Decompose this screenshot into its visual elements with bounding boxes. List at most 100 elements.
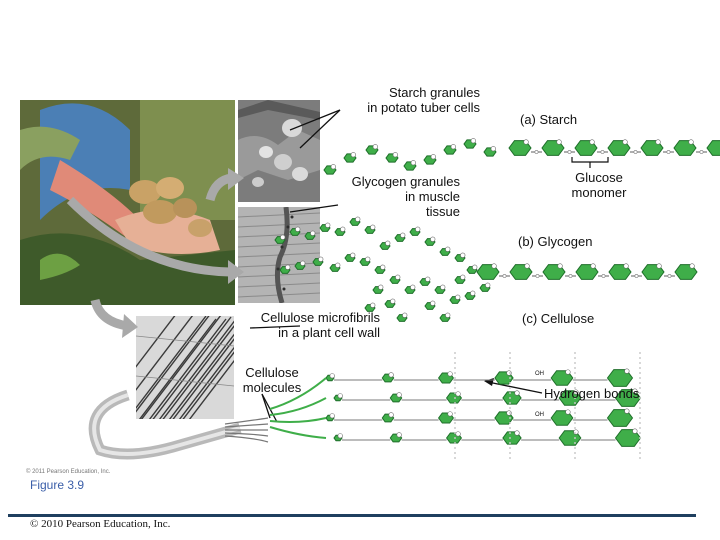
oh-label-1: OH bbox=[535, 371, 544, 377]
glycogen-chain-bond-oxygen bbox=[535, 274, 540, 278]
glycogen-glucose-oxygen bbox=[445, 246, 451, 252]
glycogen-glucose-oxygen bbox=[470, 290, 476, 296]
glycogen-glucose-oxygen bbox=[415, 226, 421, 232]
cellulose-glucose-oxygen bbox=[396, 432, 402, 438]
cellulose-glucose-oxygen bbox=[632, 388, 638, 394]
glycogen-glucose-oxygen bbox=[365, 256, 371, 262]
glycogen-glucose-oxygen bbox=[460, 252, 466, 258]
cellulose-fiber-bundle bbox=[88, 389, 269, 460]
glycogen-chain-bond-oxygen bbox=[601, 274, 606, 278]
glycogen-chain-glucose-oxygen bbox=[623, 263, 629, 269]
glycogen-chain-bond-oxygen bbox=[634, 274, 639, 278]
cellulose-glucose-oxygen bbox=[506, 370, 512, 376]
glycogen-glucose-oxygen bbox=[440, 284, 446, 290]
cellulose-glucose-oxygen bbox=[447, 371, 453, 377]
hydrogen-bonds-label: Hydrogen bonds bbox=[544, 386, 640, 401]
glycogen-glucose-oxygen bbox=[285, 264, 291, 270]
glycogen-glucose-oxygen bbox=[410, 284, 416, 290]
figure-label: Figure 3.9 bbox=[30, 478, 85, 492]
glycogen-glucose-oxygen bbox=[300, 260, 306, 266]
starch-helix-glucose-oxygen bbox=[430, 154, 436, 160]
glycogen-glucose-oxygen bbox=[485, 282, 491, 288]
glycogen-glucose-oxygen bbox=[335, 262, 341, 268]
starch-chain-glucose-oxygen bbox=[556, 139, 562, 145]
starch-helix-glucose-oxygen bbox=[392, 152, 398, 158]
glycogen-glucose-oxygen bbox=[370, 302, 376, 308]
glycogen-glucose-oxygen bbox=[295, 226, 301, 232]
glycogen-glucose-oxygen bbox=[445, 312, 451, 318]
cellulose-glucose-oxygen bbox=[632, 428, 638, 434]
glycogen-glucose-oxygen bbox=[370, 224, 376, 230]
glycogen-micrograph bbox=[238, 207, 320, 303]
starch-helix-glucose-oxygen bbox=[350, 152, 356, 158]
glycogen-glucose-oxygen bbox=[350, 252, 356, 258]
glycogen-chain-glucose-oxygen bbox=[491, 263, 497, 269]
cellulose-glucose-oxygen bbox=[388, 372, 394, 378]
cellulose-glucose-oxygen bbox=[447, 411, 453, 417]
cellulose-glucose-oxygen bbox=[337, 393, 343, 399]
starch-helix-glucose-oxygen bbox=[372, 144, 378, 150]
glycogen-chain-bond-oxygen bbox=[568, 274, 573, 278]
glycogen-chain-bond-oxygen bbox=[502, 274, 507, 278]
starch-helix-glucose-oxygen bbox=[330, 164, 336, 170]
starch-chain-bond-oxygen bbox=[534, 150, 539, 154]
starch-chain-bond-oxygen bbox=[666, 150, 671, 154]
monomer-bracket bbox=[571, 157, 609, 168]
glycogen-glucose-oxygen bbox=[340, 226, 346, 232]
starch-helix-glucose-oxygen bbox=[470, 138, 476, 144]
glycogen-glucose-oxygen bbox=[460, 274, 466, 280]
cellulose-glucose-oxygen bbox=[455, 391, 461, 397]
cellulose-glucose-oxygen bbox=[565, 409, 571, 415]
panel-c-label: (c) Cellulose bbox=[522, 311, 595, 326]
glycogen-glucose-oxygen bbox=[390, 298, 396, 304]
glycogen-chain-glucose-oxygen bbox=[656, 263, 662, 269]
potato-harvest-photo bbox=[20, 100, 235, 305]
cellulose-glucose-oxygen bbox=[388, 412, 394, 418]
cellulose-glucose-oxygen bbox=[337, 433, 343, 439]
starch-chain-glucose-oxygen bbox=[523, 139, 529, 145]
glycogen-chain-glucose-oxygen bbox=[524, 263, 530, 269]
panel-a-label: (a) Starch bbox=[520, 112, 578, 127]
arrow-to-starch bbox=[205, 168, 244, 202]
glycogen-glucose-oxygen bbox=[280, 234, 286, 240]
glycogen-glucose-oxygen bbox=[325, 222, 331, 228]
glycogen-glucose-oxygen bbox=[430, 300, 436, 306]
footer-copyright: © 2010 Pearson Education, Inc. bbox=[30, 518, 171, 530]
glycogen-glucose-oxygen bbox=[430, 236, 436, 242]
glycogen-glucose-oxygen bbox=[472, 264, 478, 270]
glycogen-glucose-oxygen bbox=[455, 294, 461, 300]
starch-micrograph bbox=[238, 100, 320, 202]
cellulose-glucose-oxygen bbox=[396, 392, 402, 398]
cellulose-glucose-oxygen bbox=[455, 431, 461, 437]
cellulose-strand bbox=[269, 397, 327, 416]
cellulose-glucose-oxygen bbox=[624, 408, 630, 414]
glycogen-glucose-oxygen bbox=[385, 240, 391, 246]
glycogen-glucose-oxygen bbox=[400, 232, 406, 238]
glycogen-chain-bond-oxygen bbox=[667, 274, 672, 278]
glycogen-glucose-oxygen bbox=[395, 274, 401, 280]
glycogen-glucose-oxygen bbox=[402, 312, 408, 318]
starch-chain-glucose-oxygen bbox=[622, 139, 628, 145]
starch-chain-glucose-oxygen bbox=[655, 139, 661, 145]
cellulose-glucose-oxygen bbox=[514, 390, 520, 396]
oh-label-2: OH bbox=[535, 412, 544, 418]
cellulose-glucose-oxygen bbox=[624, 368, 630, 374]
small-copyright: © 2011 Pearson Education, Inc. bbox=[26, 469, 111, 475]
cellulose-strand bbox=[269, 417, 327, 423]
glycogen-glucose-oxygen bbox=[310, 230, 316, 236]
starch-chain-glucose bbox=[706, 140, 720, 156]
cellulose-glucose-oxygen bbox=[506, 410, 512, 416]
starch-helix-glucose-oxygen bbox=[410, 160, 416, 166]
starch-helix-glucose-oxygen bbox=[490, 146, 496, 152]
cellulose-glucose-oxygen bbox=[329, 373, 335, 379]
starch-helix-glucose-oxygen bbox=[450, 144, 456, 150]
starch-chain-bond-oxygen bbox=[633, 150, 638, 154]
arrow-to-cellulose bbox=[90, 298, 138, 338]
glycogen-glucose-oxygen bbox=[425, 276, 431, 282]
glycogen-glucose-oxygen bbox=[380, 264, 386, 270]
